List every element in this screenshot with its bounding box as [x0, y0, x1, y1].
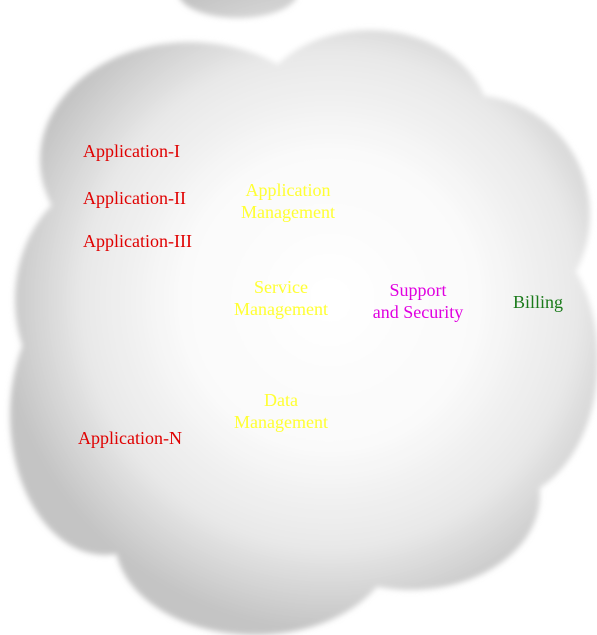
data-management-line1: Data — [264, 390, 298, 410]
application-management-line2: Management — [241, 202, 335, 222]
support-security-label: Support and Security — [358, 279, 478, 323]
service-management-label: Service Management — [221, 276, 341, 320]
application-1-label: Application-I — [83, 141, 180, 161]
application-n-label: Application-N — [78, 428, 182, 448]
cloud-body — [10, 30, 597, 635]
cloud-top-puff — [180, 0, 296, 18]
service-management-line2: Management — [234, 299, 328, 319]
service-management-line1: Service — [254, 277, 308, 297]
billing-label: Billing — [513, 292, 564, 312]
application-2-label: Application-II — [83, 188, 186, 208]
application-management-label: Application Management — [228, 179, 348, 223]
support-security-line2: and Security — [372, 302, 464, 322]
support-security-line1: Support — [389, 280, 447, 300]
application-3-label: Application-III — [83, 231, 192, 251]
data-management-line2: Management — [234, 412, 328, 432]
application-management-line1: Application — [245, 180, 331, 200]
data-management-label: Data Management — [221, 389, 341, 433]
